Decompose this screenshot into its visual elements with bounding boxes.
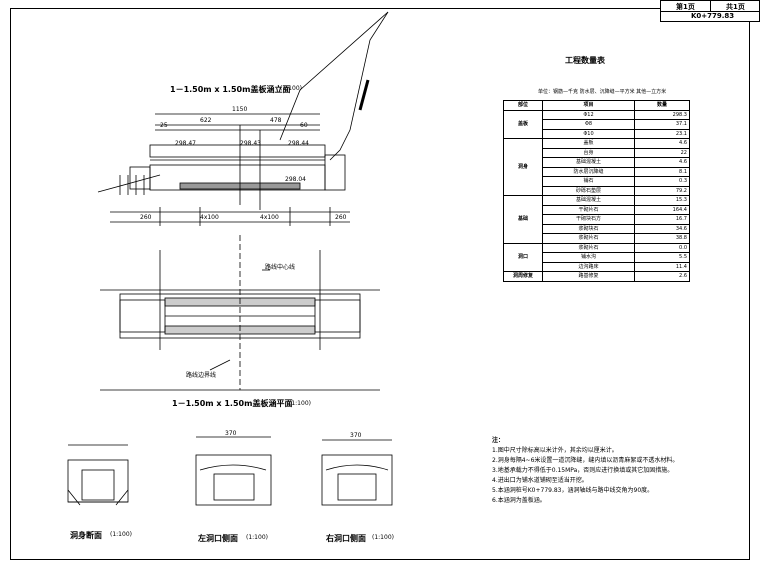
note-item: 2.洞身每隔4~6米设置一道沉降缝，缝内填以沥青麻絮或不透水材料。: [492, 457, 679, 464]
item-qty: 38.8: [634, 233, 690, 244]
note-item: 3.地基承载力不得低于0.15MPa，否则应进行换填或其它加固措施。: [492, 467, 674, 474]
notes-title: 注：: [492, 437, 505, 444]
plan-scale: (1:100): [289, 400, 311, 407]
item-qty: 22: [634, 147, 690, 158]
item-qty: 298.3: [634, 109, 690, 120]
item-qty: 2.6: [634, 271, 690, 282]
dim-w2: 4x100: [200, 214, 219, 221]
item-qty: 5.5: [634, 252, 690, 263]
dim-w4: 260: [335, 214, 347, 221]
dim-622: 622: [200, 117, 212, 124]
header-item: 项目: [542, 100, 635, 111]
elev-2: 298.43: [240, 140, 261, 147]
item-qty: 0.0: [634, 242, 690, 253]
item-qty: 15.3: [634, 195, 690, 206]
header-part: 部位: [503, 100, 543, 111]
header-qty: 数量: [634, 100, 690, 111]
item-qty: 34.6: [634, 223, 690, 234]
item-name: 盖板: [542, 138, 635, 149]
section-left: [195, 436, 272, 506]
item-name: 路基修复: [542, 271, 635, 282]
elev-1: 298.47: [175, 140, 196, 147]
section-left-scale: (1:100): [246, 534, 268, 541]
plan-label-boundary: 路线边界线: [186, 372, 217, 379]
note-item: 4.进出口为铺水道铺砌至适当开挖。: [492, 477, 588, 484]
page-number: 第1页: [676, 3, 695, 11]
drawing-frame: [10, 8, 750, 560]
note-item: 1.图中尺寸除标高以米计外，其余均以厘米计。: [492, 447, 618, 454]
dim-w3: 4x100: [260, 214, 279, 221]
plan-title: 1－1.50m x 1.50m盖板涵平面: [172, 399, 293, 408]
elevation-title: 1－1.50m x 1.50m盖板涵立面: [170, 85, 291, 94]
plan-label-centerline: 路线中心线: [265, 264, 296, 271]
item-name: 基础混凝土: [542, 195, 635, 206]
section-right-title: 右洞口侧面: [326, 534, 366, 543]
dim-s1: 370: [225, 430, 237, 437]
page-total: 共1页: [726, 3, 745, 11]
item-name: 铺水沟: [542, 252, 635, 263]
item-name: Φ10: [542, 128, 635, 139]
item-name: Φ12: [542, 109, 635, 120]
elev-4: 298.04: [285, 176, 306, 183]
dim-s2: 370: [350, 432, 362, 439]
dim-w1: 260: [140, 214, 152, 221]
item-name: 边沟路床: [542, 261, 635, 272]
item-name: 防水层沉降缝: [542, 166, 635, 177]
group-name: 洞口: [503, 242, 543, 272]
item-qty: 16.7: [634, 214, 690, 225]
item-qty: 164.4: [634, 204, 690, 215]
section-body-title: 洞身断面: [70, 531, 102, 540]
note-item: 6.本涵洞为盖板涵。: [492, 497, 546, 504]
dim-1150: 1150: [232, 106, 248, 113]
elevation-scale: (1:100): [280, 85, 302, 92]
note-item: 5.本涵洞桩号K0+779.83，涵洞轴线与路中线交角为90度。: [492, 487, 654, 494]
notes: 注： 1.图中尺寸除标高以米计外，其余均以厘米计。 2.洞身每隔4~6米设置一道…: [492, 436, 732, 506]
plan-view: [100, 235, 380, 391]
item-name: 浆砌片石: [542, 233, 635, 244]
item-name: 干砌片石: [542, 204, 635, 215]
table-header-row: 部位 项目 数量: [503, 100, 690, 111]
section-left-title: 左洞口侧面: [198, 534, 238, 543]
item-qty: 4.6: [634, 138, 690, 149]
item-name: 砂砾石垫层: [542, 185, 635, 196]
item-name: 浆砌片石: [542, 242, 635, 253]
sheet-info: 第1页 共1页 K0+779.83: [660, 0, 760, 22]
section-body-scale: (1:100): [110, 531, 132, 538]
item-qty: 4.6: [634, 157, 690, 168]
group-name: 基础: [503, 195, 543, 244]
item-name: 基础混凝土: [542, 157, 635, 168]
item-name: Φ8: [542, 119, 635, 130]
dim-60: 60: [300, 122, 308, 129]
dim-478: 478: [270, 117, 282, 124]
item-name: 干砌块石方: [542, 214, 635, 225]
dim-25: 25: [160, 122, 168, 129]
table-title: 工程数量表: [565, 56, 605, 65]
item-qty: 0.3: [634, 176, 690, 187]
item-name: 浆砌块石: [542, 223, 635, 234]
item-qty: 37.1: [634, 119, 690, 130]
item-qty: 8.1: [634, 166, 690, 177]
item-name: 台身: [542, 147, 635, 158]
section-body: [67, 444, 129, 506]
item-qty: 23.1: [634, 128, 690, 139]
item-name: 铺石: [542, 176, 635, 187]
item-qty: 79.2: [634, 185, 690, 196]
group-name: 洞身: [503, 138, 543, 196]
group-name: 盖板: [503, 109, 543, 139]
section-right-scale: (1:100): [372, 534, 394, 541]
elevation-view: [97, 11, 389, 226]
section-right: [321, 439, 393, 506]
station-number: K0+779.83: [691, 12, 735, 20]
elev-3: 298.44: [288, 140, 309, 147]
item-qty: 11.4: [634, 261, 690, 272]
table-unit: 单位：钢筋—千克 防水层、沉降缝—平方米 其他—立方米: [538, 89, 667, 95]
group-name: 洞周修复: [503, 271, 543, 282]
